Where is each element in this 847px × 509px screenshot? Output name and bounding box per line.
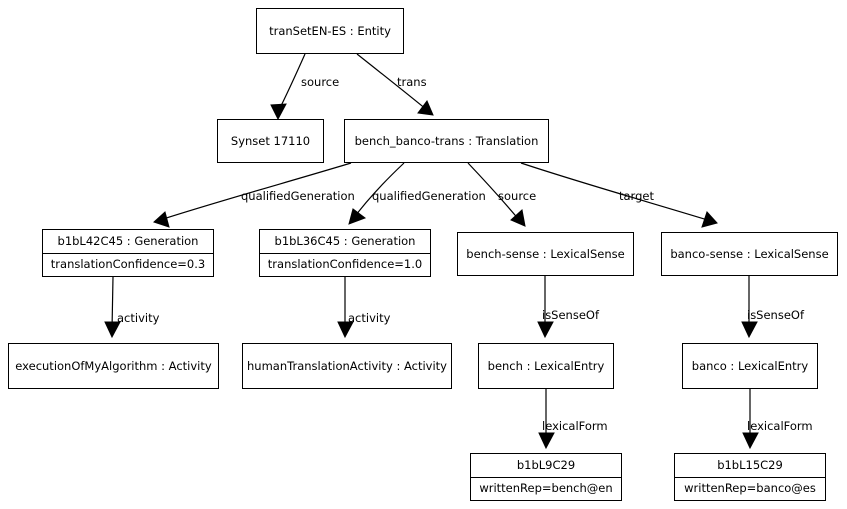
node-b1bl9c29-form-row-0: b1bL9C29 bbox=[516, 457, 576, 472]
edge-lexicalform-formbench-label: lexicalForm bbox=[542, 419, 608, 433]
edge-activity-humanact bbox=[337, 277, 354, 339]
node-banco-sense-lexicalsense[interactable]: banco-sense : LexicalSense bbox=[661, 232, 838, 276]
edge-issenseof-bancoentry bbox=[741, 276, 758, 339]
node-bench-banco-trans-translation-row-0: bench_banco-trans : Translation bbox=[354, 133, 539, 148]
node-executionofmyalgorithm-activity-row-0: executionOfMyAlgorithm : Activity bbox=[15, 358, 212, 373]
edge-issenseof-benchentry bbox=[537, 276, 554, 339]
node-executionofmyalgorithm-activity[interactable]: executionOfMyAlgorithm : Activity bbox=[8, 343, 219, 389]
node-b1bl9c29-form-row-1: writtenRep=bench@en bbox=[471, 476, 621, 501]
node-b1bl15c29-form[interactable]: b1bL15C29 writtenRep=banco@es bbox=[674, 453, 826, 501]
edge-qualifiedgeneration-gen36-label: qualifiedGeneration bbox=[372, 189, 486, 203]
node-b1bl9c29-form[interactable]: b1bL9C29 writtenRep=bench@en bbox=[470, 453, 622, 501]
node-synset-row-0: Synset 17110 bbox=[230, 133, 311, 148]
node-banco-sense-lexicalsense-row-0: banco-sense : LexicalSense bbox=[670, 246, 829, 261]
node-b1bl42c45-generation-row-0: b1bL42C45 : Generation bbox=[57, 233, 199, 248]
node-humantranslationactivity-activity-row-0: humanTranslationActivity : Activity bbox=[247, 358, 447, 373]
node-b1bl36c45-generation-row-0: b1bL36C45 : Generation bbox=[274, 233, 416, 248]
node-banco-lexicalentry[interactable]: banco : LexicalEntry bbox=[682, 343, 818, 389]
node-bench-lexicalentry[interactable]: bench : LexicalEntry bbox=[478, 343, 614, 389]
node-synset[interactable]: Synset 17110 bbox=[217, 119, 324, 163]
edge-activity-execalg bbox=[104, 276, 121, 339]
edge-source-synset bbox=[270, 53, 306, 121]
edge-source-benchsense-label: source bbox=[498, 189, 537, 203]
edge-activity-humanact-label: activity bbox=[348, 311, 391, 325]
edge-issenseof-bancoentry-label: isSenseOf bbox=[747, 308, 805, 322]
node-b1bl15c29-form-row-1: writtenRep=banco@es bbox=[675, 476, 825, 501]
edge-qualifiedgeneration-gen42-label: qualifiedGeneration bbox=[241, 189, 355, 203]
edge-target-bancosense-label: target bbox=[619, 189, 654, 203]
edge-source-synset-label: source bbox=[301, 75, 340, 89]
node-b1bl36c45-generation-row-1: translationConfidence=1.0 bbox=[260, 252, 430, 277]
node-transet-entity[interactable]: tranSetEN-ES : Entity bbox=[256, 8, 404, 54]
edge-issenseof-benchentry-label: isSenseOf bbox=[542, 308, 600, 322]
node-b1bl42c45-generation[interactable]: b1bL42C45 : Generation translationConfide… bbox=[42, 229, 214, 277]
node-banco-lexicalentry-row-0: banco : LexicalEntry bbox=[691, 358, 809, 373]
node-bench-sense-lexicalsense-row-0: bench-sense : LexicalSense bbox=[466, 246, 625, 261]
node-b1bl15c29-form-row-0: b1bL15C29 bbox=[717, 457, 783, 472]
node-b1bl36c45-generation[interactable]: b1bL36C45 : Generation translationConfide… bbox=[259, 229, 431, 277]
edge-trans-translation-label: trans bbox=[397, 75, 427, 89]
node-bench-lexicalentry-row-0: bench : LexicalEntry bbox=[487, 358, 605, 373]
edge-lexicalform-formbanco-label: lexicalForm bbox=[747, 419, 813, 433]
node-b1bl42c45-generation-row-1: translationConfidence=0.3 bbox=[43, 252, 213, 277]
node-bench-banco-trans-translation[interactable]: bench_banco-trans : Translation bbox=[344, 119, 549, 163]
node-humantranslationactivity-activity[interactable]: humanTranslationActivity : Activity bbox=[242, 343, 452, 389]
edge-activity-execalg-label: activity bbox=[117, 311, 160, 325]
node-transet-entity-row-0: tranSetEN-ES : Entity bbox=[269, 23, 391, 38]
node-bench-sense-lexicalsense[interactable]: bench-sense : LexicalSense bbox=[457, 232, 634, 276]
